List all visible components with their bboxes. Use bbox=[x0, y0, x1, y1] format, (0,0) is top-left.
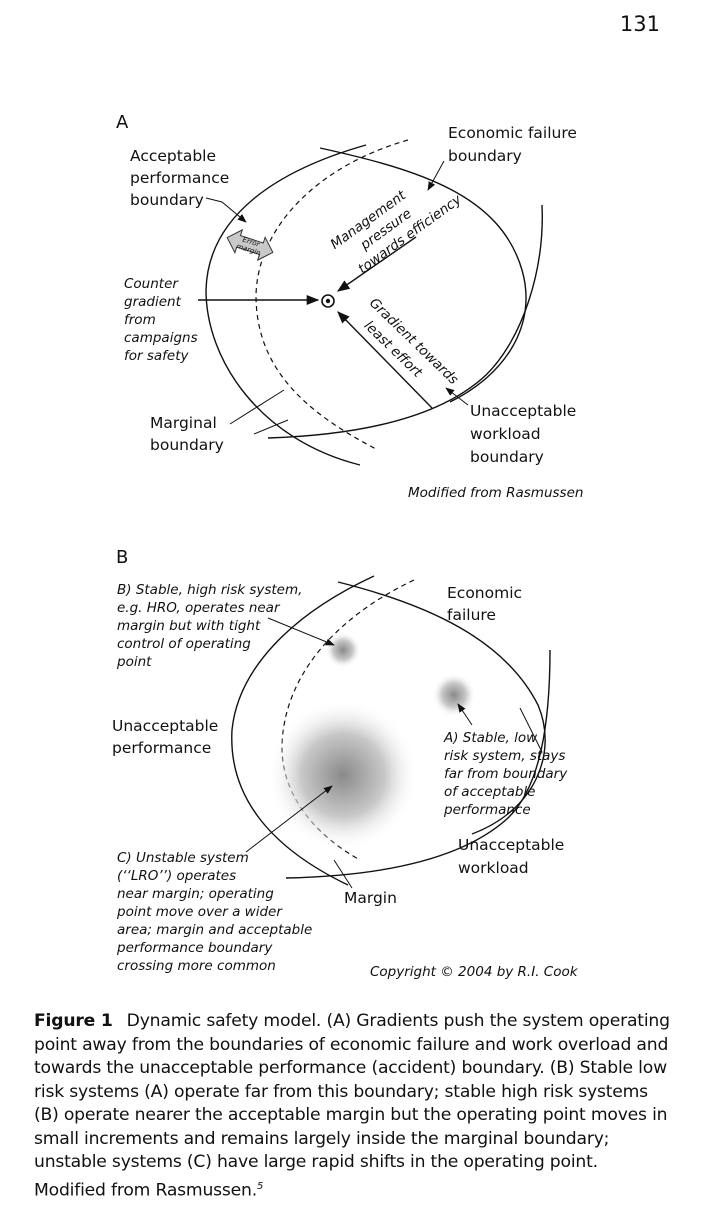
acceptable-performance-label: Acceptable performance boundary bbox=[130, 147, 229, 209]
svg-text:margin but with tight: margin but with tight bbox=[117, 618, 261, 634]
svg-text:boundary: boundary bbox=[448, 147, 522, 165]
unacceptable-workload-label: Unacceptable workload boundary bbox=[470, 402, 576, 466]
svg-text:near margin; operating: near margin; operating bbox=[117, 886, 274, 902]
svg-text:Unacceptable: Unacceptable bbox=[112, 717, 218, 735]
svg-text:control of operating: control of operating bbox=[117, 636, 251, 652]
management-pressure-arrow bbox=[336, 236, 417, 292]
counter-gradient-label: Counter gradient from campaigns for safe… bbox=[124, 276, 198, 364]
svg-text:C) Unstable system: C) Unstable system bbox=[117, 850, 249, 866]
error-margin-arrow-icon: Error margin bbox=[226, 228, 274, 262]
svg-text:Marginal: Marginal bbox=[150, 414, 217, 432]
stable-high-risk-label: B) Stable, high risk system, e.g. HRO, o… bbox=[116, 582, 302, 670]
svg-text:performance boundary: performance boundary bbox=[116, 940, 273, 956]
svg-text:campaigns: campaigns bbox=[124, 330, 198, 346]
operating-point-icon bbox=[321, 294, 335, 308]
economic-failure-boundary-line bbox=[319, 147, 527, 403]
least-effort-label: Gradient towards least effort bbox=[361, 295, 462, 388]
svg-text:performance: performance bbox=[130, 169, 229, 187]
svg-text:crossing more common: crossing more common bbox=[117, 958, 276, 974]
acceptable-performance-boundary-line bbox=[205, 144, 367, 466]
svg-text:boundary: boundary bbox=[130, 191, 204, 209]
svg-text:area; margin and acceptable: area; margin and acceptable bbox=[117, 922, 312, 938]
svg-text:risk system, stays: risk system, stays bbox=[444, 748, 565, 764]
svg-text:e.g. HRO, operates near: e.g. HRO, operates near bbox=[117, 600, 281, 616]
region-a-stable-low bbox=[432, 673, 476, 717]
svg-text:performance: performance bbox=[443, 802, 531, 818]
svg-text:far from boundary: far from boundary bbox=[444, 766, 568, 782]
panel-a-tag: A bbox=[116, 112, 129, 133]
svg-text:Unacceptable: Unacceptable bbox=[458, 836, 564, 854]
svg-text:from: from bbox=[124, 312, 156, 328]
svg-text:A) Stable, low: A) Stable, low bbox=[443, 730, 538, 746]
panel-a-credit: Modified from Rasmussen bbox=[408, 485, 583, 501]
svg-text:B) Stable, high risk system,: B) Stable, high risk system, bbox=[117, 582, 302, 598]
unacceptable-performance-boundary-line bbox=[231, 575, 375, 886]
marginal-boundary-line bbox=[255, 139, 409, 451]
svg-text:(‘‘LRO’’) operates: (‘‘LRO’’) operates bbox=[117, 868, 236, 884]
marginal-boundary-label: Marginal boundary bbox=[150, 414, 224, 454]
unacceptable-workload-boundary-b-line bbox=[285, 649, 551, 879]
svg-text:Economic: Economic bbox=[447, 584, 522, 602]
svg-text:workload: workload bbox=[470, 425, 541, 443]
svg-text:point move over a wider: point move over a wider bbox=[116, 904, 283, 920]
svg-text:point: point bbox=[116, 654, 152, 670]
margin-label: Margin bbox=[344, 889, 397, 907]
economic-failure-label: Economic failure boundary bbox=[448, 124, 577, 165]
svg-text:boundary: boundary bbox=[150, 436, 224, 454]
svg-text:Unacceptable: Unacceptable bbox=[470, 402, 576, 420]
svg-text:Acceptable: Acceptable bbox=[130, 147, 216, 165]
svg-text:Economic failure: Economic failure bbox=[448, 124, 577, 142]
unacceptable-workload-boundary-line bbox=[267, 204, 543, 439]
unstable-system-label: C) Unstable system (‘‘LRO’’) operates ne… bbox=[116, 850, 312, 974]
least-effort-arrow bbox=[337, 311, 433, 409]
copyright-label: Copyright © 2004 by R.I. Cook bbox=[370, 964, 579, 980]
svg-text:Counter: Counter bbox=[124, 276, 179, 292]
svg-text:workload: workload bbox=[458, 859, 529, 877]
unacceptable-workload-b-label: Unacceptable workload bbox=[458, 836, 564, 877]
management-pressure-label: Management pressure towards efficiency bbox=[328, 187, 466, 277]
unacceptable-performance-label: Unacceptable performance bbox=[112, 717, 218, 757]
caption-label: Figure 1 bbox=[34, 1011, 113, 1031]
region-c-unstable bbox=[267, 699, 419, 851]
stable-low-risk-label: A) Stable, low risk system, stays far fr… bbox=[443, 730, 568, 818]
svg-text:gradient: gradient bbox=[124, 294, 182, 310]
svg-text:failure: failure bbox=[447, 606, 496, 624]
caption-text: Dynamic safety model. (A) Gradients push… bbox=[34, 1011, 670, 1201]
panel-b-tag: B bbox=[116, 547, 128, 568]
page-number: 131 bbox=[619, 12, 660, 36]
economic-failure-b-label: Economic failure bbox=[447, 584, 522, 624]
dynamic-safety-model-figure: A Error margin Acceptable performance bo… bbox=[112, 112, 583, 980]
svg-text:of acceptable: of acceptable bbox=[444, 784, 536, 800]
svg-text:performance: performance bbox=[112, 739, 211, 757]
svg-text:boundary: boundary bbox=[470, 448, 544, 466]
region-b-stable-high bbox=[325, 632, 361, 668]
caption-reference: 5 bbox=[257, 1180, 264, 1192]
svg-text:for safety: for safety bbox=[124, 348, 190, 364]
